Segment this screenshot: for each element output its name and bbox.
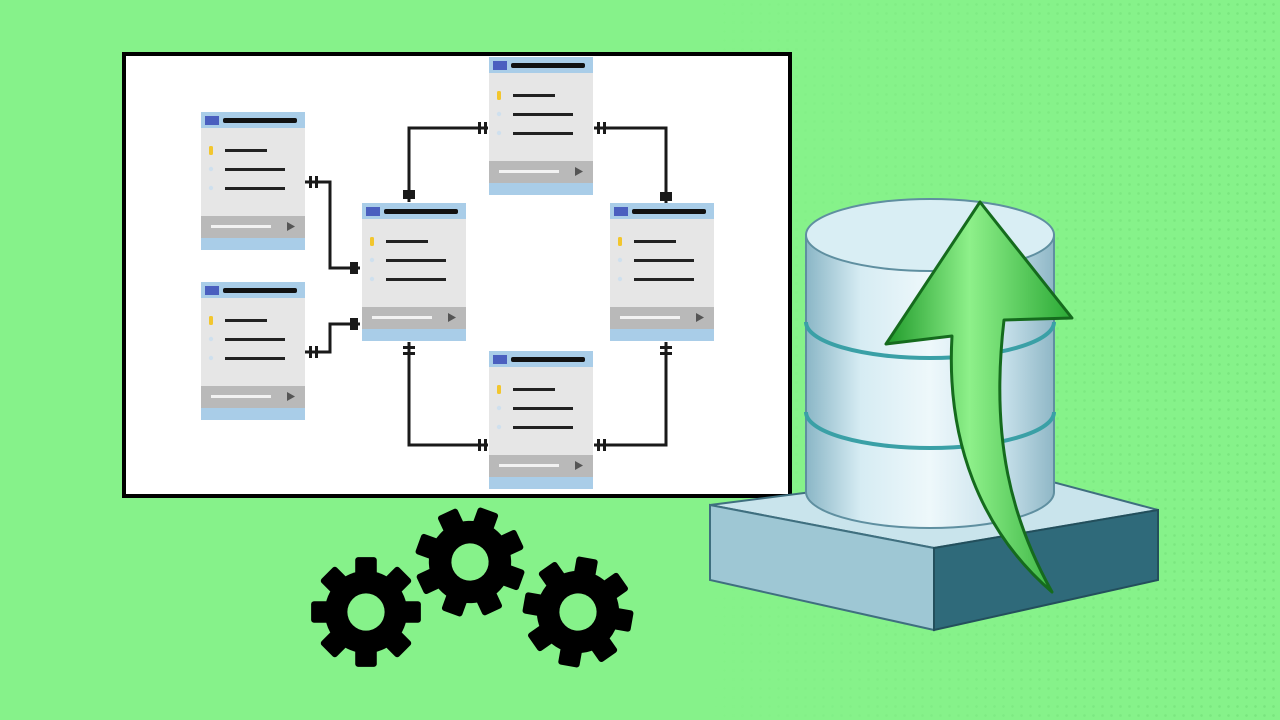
gear-icon: [311, 557, 421, 667]
table-right: [610, 203, 714, 341]
relationship-markers: [309, 122, 672, 451]
table-center: [362, 203, 466, 341]
table-top-left: [201, 112, 305, 250]
table-bottom-center: [489, 351, 593, 489]
table-middle-left: [201, 282, 305, 420]
upload-arrow-icon: [884, 200, 1074, 594]
gear-icon: [399, 491, 541, 633]
database-icon: [709, 198, 1159, 632]
gear-icon: [514, 548, 642, 676]
table-top-center: [489, 57, 593, 195]
gears-icon-group: [311, 491, 642, 676]
